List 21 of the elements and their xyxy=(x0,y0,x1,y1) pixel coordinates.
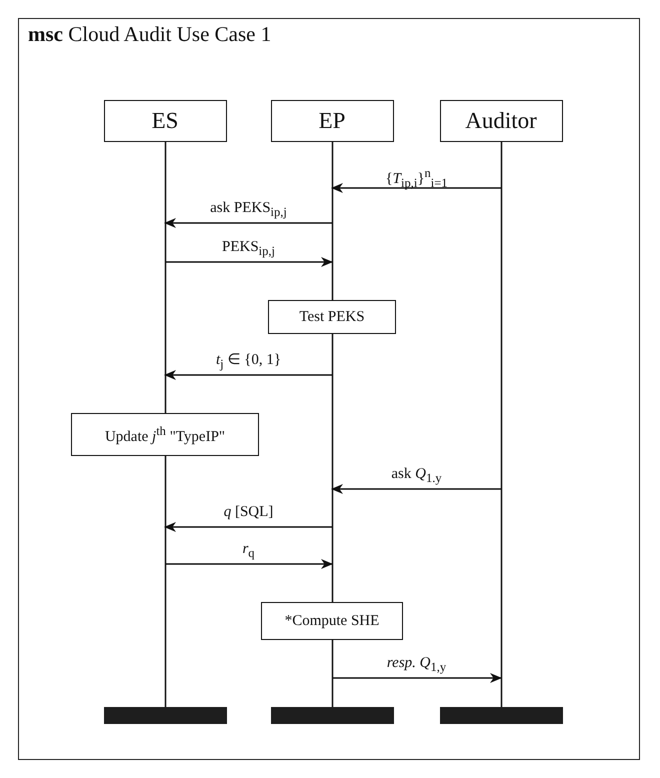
message-arrow xyxy=(332,673,502,683)
message-arrow xyxy=(164,370,332,380)
message-arrow xyxy=(164,522,332,532)
action-box: Update j$^{th}$ "TypeIP" xyxy=(71,413,259,456)
message-arrow xyxy=(165,257,333,267)
message-label: resp. Q$_{1,y}$ xyxy=(386,655,446,675)
participant-box: EP xyxy=(270,100,394,142)
message-label: t$_{j}$ ∈ {0, 1} xyxy=(216,352,282,372)
diagram-title: msc Cloud Audit Use Case 1 xyxy=(28,22,272,47)
message-label: q [SQL] xyxy=(224,504,274,520)
message-arrow xyxy=(164,218,332,228)
participant-box: ES xyxy=(104,100,226,142)
participant-box: Auditor xyxy=(440,100,562,142)
message-label: r$_{q}$ xyxy=(242,541,255,561)
message-label: ask PEKS$_{ip,j}$ xyxy=(210,200,287,220)
action-box: *Compute SHE xyxy=(261,602,403,640)
message-label: ask Q$_{1.y}$ xyxy=(391,466,442,486)
message-arrow xyxy=(331,484,501,494)
message-arrow xyxy=(331,183,501,193)
message-arrow xyxy=(165,559,333,569)
message-label: PEKS$_{ip,j}$ xyxy=(222,239,275,259)
